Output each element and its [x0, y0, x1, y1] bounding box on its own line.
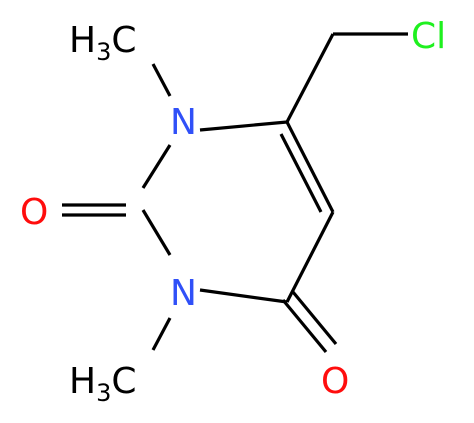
bond-c4-o-1 — [281, 298, 328, 354]
bond-c5-c6-1 — [285, 121, 335, 213]
chlorine-label: Cl — [411, 16, 446, 57]
methyl-bottom-label: H3C — [69, 361, 137, 407]
oxygen-right-label: O — [321, 361, 349, 402]
bond-c6-ch2 — [285, 33, 335, 123]
oxygen-left-label: O — [20, 192, 48, 233]
nitrogen-3-label: N — [170, 273, 197, 314]
bond-c5-c6-2 — [279, 133, 323, 213]
bond-n3-c4 — [199, 288, 288, 304]
nitrogen-1-label: N — [170, 102, 197, 143]
methyl-top-label: H3C — [69, 20, 137, 66]
bond-c2-n3 — [141, 209, 172, 256]
bond-n3-methyl — [151, 317, 172, 351]
bond-c6-n1 — [199, 120, 288, 132]
bond-n1-c2 — [141, 144, 172, 189]
bond-c4-c5 — [285, 211, 335, 303]
bond-methyl-n1 — [151, 63, 172, 97]
bond-c4-o-2 — [291, 290, 338, 346]
